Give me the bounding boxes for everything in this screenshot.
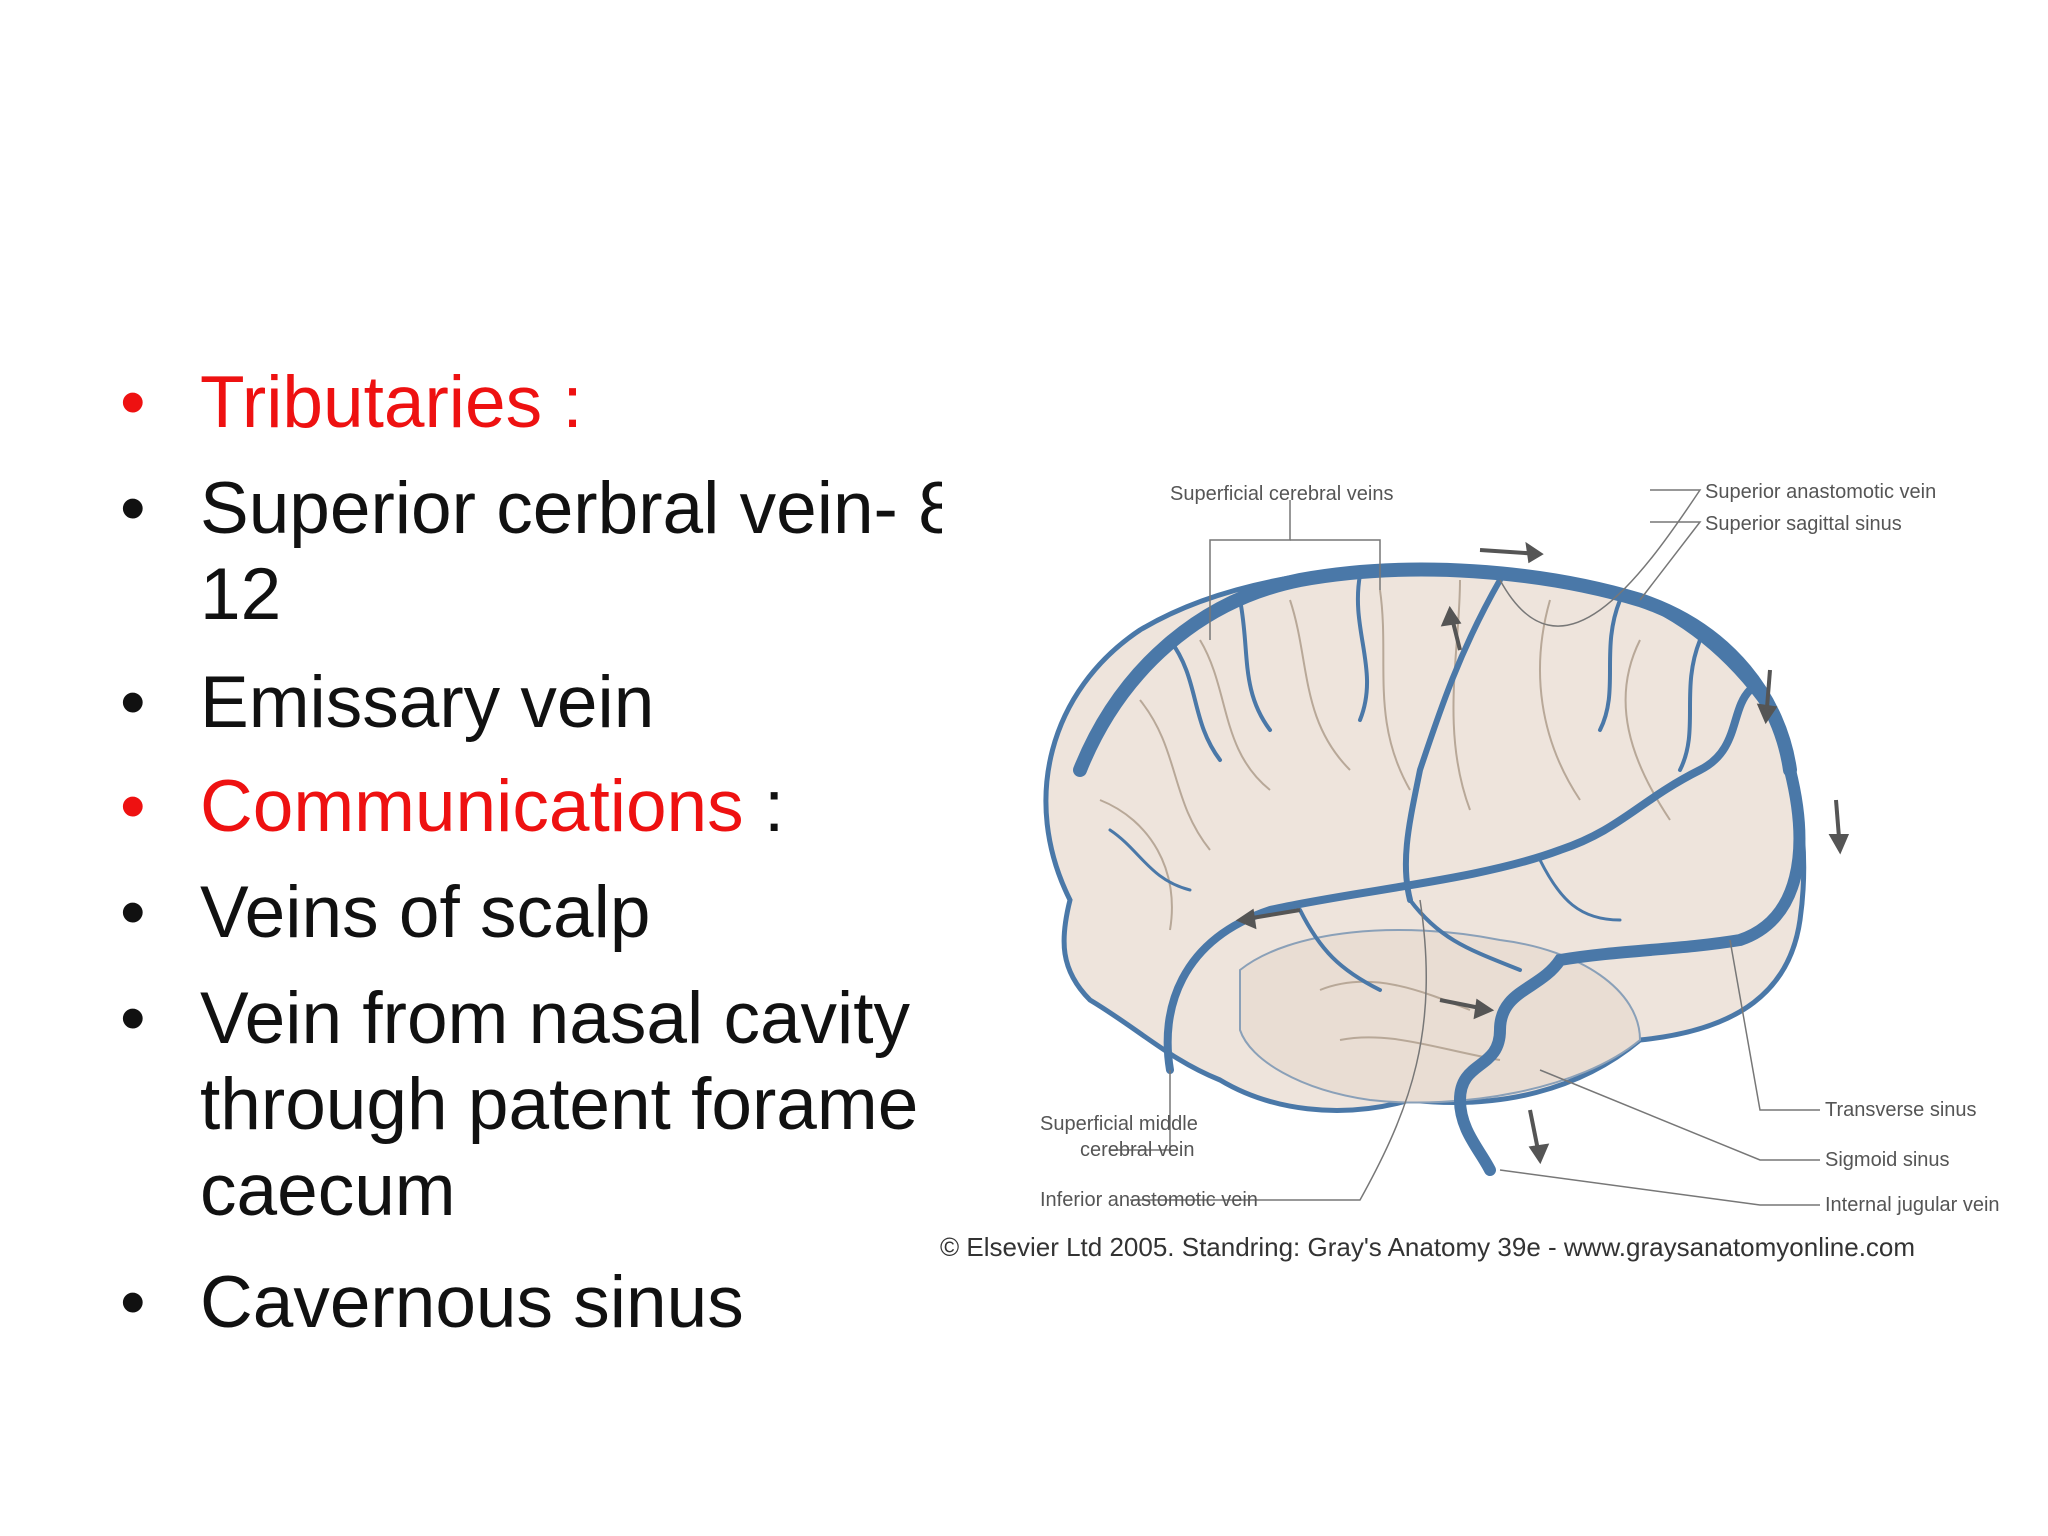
superior-sagittal-sinus [1073, 562, 1797, 777]
brain-veins-figure: Superficial cerebral veins Superior anas… [940, 470, 2048, 1270]
nasal-line-3: caecum [200, 1150, 456, 1231]
scalp-text: Veins of scalp [200, 872, 651, 953]
brain-veins-illustration: Superficial cerebral veins Superior anas… [1040, 481, 2000, 1216]
bullet-dot: • [120, 872, 146, 953]
superficial-middle-cerebral-vein [1163, 686, 1754, 1074]
gyri [1099, 579, 1671, 1061]
bullet-list: • Tributaries : • Superior cerbral vein-… [120, 360, 942, 1340]
bullet-cavernous-sinus: • Cavernous sinus [120, 1260, 744, 1340]
label-internal-jugular-vein: Internal jugular vein [1825, 1194, 2000, 1216]
label-transverse-sinus: Transverse sinus [1825, 1099, 1977, 1121]
label-superficial-cerebral-veins: Superficial cerebral veins [1170, 483, 1393, 505]
veins [1073, 562, 1806, 1176]
transverse-sinus [1453, 764, 1806, 1176]
label-superior-anastomotic-vein: Superior anastomotic vein [1705, 481, 1936, 503]
label-superior-sagittal-sinus: Superior sagittal sinus [1705, 513, 1902, 535]
bullet-dot: • [120, 362, 146, 443]
bullet-communications: • Communications : [120, 764, 784, 850]
superior-anastomotic-vein [1402, 577, 1503, 903]
bullet-dot: • [120, 766, 146, 847]
superior-line-1: Superior cerbral vein- 8 [200, 468, 942, 549]
figure-copyright: © Elsevier Ltd 2005. Standring: Gray's A… [940, 1232, 1916, 1262]
superior-line-2: 12 [200, 554, 282, 635]
label-inferior-anastomotic-vein: Inferior anastomotic vein [1040, 1189, 1258, 1211]
bullet-dot: • [120, 468, 146, 549]
label-sigmoid-sinus: Sigmoid sinus [1825, 1149, 1950, 1171]
communications-colon: : [743, 766, 785, 847]
leader-lines [1110, 489, 1820, 1206]
bullet-emissary-vein: • Emissary vein [120, 660, 654, 746]
nasal-line-1: Vein from nasal cavity [200, 978, 911, 1059]
bullet-dot: • [120, 978, 146, 1059]
label-superficial-middle: Superficial middle [1040, 1113, 1198, 1135]
emissary-text: Emissary vein [200, 662, 655, 743]
bullet-tributaries: • Tributaries : [120, 360, 583, 446]
bullet-superior-cerebral-vein: • Superior cerbral vein- 8 12 [120, 466, 942, 638]
communications-heading: Communications [200, 766, 744, 847]
flow-arrows [1235, 541, 1850, 1165]
bullet-dot: • [120, 1262, 146, 1340]
cavernous-text: Cavernous sinus [200, 1262, 744, 1340]
nasal-line-2: through patent forame [200, 1064, 919, 1145]
label-cerebral-vein: cerebral vein [1080, 1139, 1195, 1161]
bullet-veins-of-scalp: • Veins of scalp [120, 870, 650, 956]
bullet-dot: • [120, 662, 146, 743]
bullet-nasal-vein: • Vein from nasal cavity through patent … [120, 976, 918, 1234]
brain-outline [1043, 564, 1807, 1113]
tributaries-heading: Tributaries : [200, 362, 583, 443]
